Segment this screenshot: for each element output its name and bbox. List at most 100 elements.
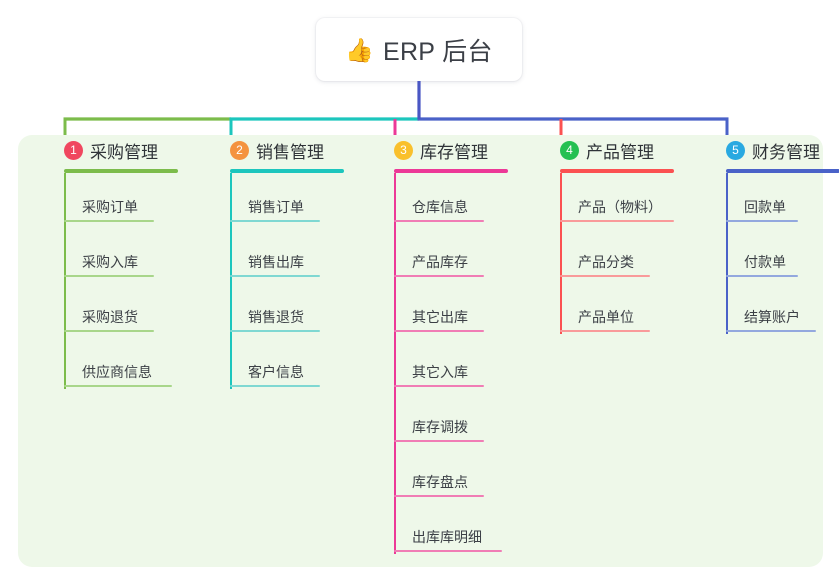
branch-badge-5: 5	[726, 140, 745, 160]
leaf-underline	[394, 440, 484, 442]
branch-header-1[interactable]: 1 采购管理	[50, 135, 178, 165]
root-node-title: ERP 后台	[382, 37, 493, 66]
leaf-stem-4	[560, 173, 562, 334]
leaf-item[interactable]: 库存调拨	[380, 393, 508, 448]
leaf-label: 产品库存	[412, 254, 468, 270]
leaf-item[interactable]: 回款单	[712, 173, 839, 228]
leaf-underline	[726, 220, 798, 222]
leaf-item[interactable]: 出库库明细	[380, 503, 508, 558]
leaf-label: 销售订单	[248, 199, 304, 215]
branch-title-2: 销售管理	[256, 142, 324, 162]
leaf-underline	[394, 495, 484, 497]
leaf-label: 库存调拨	[412, 419, 468, 435]
leaf-label: 其它入库	[412, 364, 468, 380]
leaf-underline	[560, 330, 650, 332]
branch-title-1: 采购管理	[90, 142, 158, 162]
leaf-item[interactable]: 销售订单	[216, 173, 344, 228]
leaf-label: 付款单	[744, 254, 786, 270]
leaf-item[interactable]: 销售出库	[216, 228, 344, 283]
leaf-underline	[64, 385, 172, 387]
leaf-label: 客户信息	[248, 364, 304, 380]
leaf-underline	[726, 330, 816, 332]
leaf-item[interactable]: 客户信息	[216, 338, 344, 393]
leaf-underline	[394, 275, 484, 277]
leaf-item[interactable]: 采购订单	[50, 173, 178, 228]
leaf-label: 采购退货	[82, 309, 138, 325]
leaf-item[interactable]: 其它入库	[380, 338, 508, 393]
root-node-erp-backend[interactable]: 👍 ERP 后台	[316, 18, 522, 81]
leaf-item[interactable]: 采购退货	[50, 283, 178, 338]
branch-underline-1	[64, 169, 178, 173]
leaf-item[interactable]: 产品单位	[546, 283, 674, 338]
leaf-underline	[230, 330, 320, 332]
leaf-label: 采购入库	[82, 254, 138, 270]
branch-column-3: 3 库存管理仓库信息产品库存其它出库其它入库库存调拨库存盘点出库库明细	[380, 135, 508, 558]
leaf-list-4: 产品（物料） 产品分类产品单位	[546, 173, 674, 338]
leaf-underline	[230, 385, 320, 387]
leaf-item[interactable]: 供应商信息	[50, 338, 178, 393]
branch-header-2[interactable]: 2 销售管理	[216, 135, 344, 165]
leaf-underline	[394, 220, 484, 222]
leaf-label: 仓库信息	[412, 199, 468, 215]
leaf-label: 供应商信息	[82, 364, 152, 380]
leaf-underline	[560, 275, 650, 277]
leaf-label: 其它出库	[412, 309, 468, 325]
leaf-underline	[560, 220, 674, 222]
leaf-label: 结算账户	[744, 309, 800, 325]
leaf-stem-5	[726, 173, 728, 334]
leaf-item[interactable]: 产品分类	[546, 228, 674, 283]
leaf-underline	[64, 330, 154, 332]
leaf-item[interactable]: 销售退货	[216, 283, 344, 338]
leaf-list-5: 回款单付款单结算账户	[712, 173, 839, 338]
leaf-label: 出库库明细	[412, 529, 482, 545]
leaf-label: 产品（物料）	[578, 199, 662, 215]
branch-underline-2	[230, 169, 344, 173]
branch-title-5: 财务管理	[752, 142, 820, 162]
leaf-item[interactable]: 仓库信息	[380, 173, 508, 228]
thumbs-up-icon: 👍	[345, 37, 374, 63]
branch-underline-3	[394, 169, 508, 173]
branch-column-2: 2 销售管理销售订单销售出库销售退货客户信息	[216, 135, 344, 393]
leaf-item[interactable]: 采购入库	[50, 228, 178, 283]
leaf-label: 销售退货	[248, 309, 304, 325]
leaf-label: 采购订单	[82, 199, 138, 215]
leaf-label: 销售出库	[248, 254, 304, 270]
leaf-underline	[230, 275, 320, 277]
branch-badge-2: 2	[230, 140, 249, 160]
branch-header-5[interactable]: 5 财务管理	[712, 135, 839, 165]
leaf-item[interactable]: 产品库存	[380, 228, 508, 283]
branch-underline-5	[726, 169, 839, 173]
branch-column-1: 1 采购管理采购订单采购入库采购退货供应商信息	[50, 135, 178, 393]
leaf-item[interactable]: 产品（物料）	[546, 173, 674, 228]
leaf-underline	[64, 220, 154, 222]
leaf-label: 回款单	[744, 199, 786, 215]
leaf-underline	[394, 330, 484, 332]
leaf-stem-1	[64, 173, 66, 389]
branch-header-3[interactable]: 3 库存管理	[380, 135, 508, 165]
branch-title-4: 产品管理	[586, 142, 654, 162]
leaf-label: 库存盘点	[412, 474, 468, 490]
leaf-list-2: 销售订单销售出库销售退货客户信息	[216, 173, 344, 393]
leaf-list-1: 采购订单采购入库采购退货供应商信息	[50, 173, 178, 393]
branch-badge-1: 1	[64, 140, 83, 160]
leaf-label: 产品分类	[578, 254, 634, 270]
leaf-stem-2	[230, 173, 232, 389]
branch-underline-4	[560, 169, 674, 173]
leaf-underline	[230, 220, 320, 222]
leaf-item[interactable]: 其它出库	[380, 283, 508, 338]
leaf-stem-3	[394, 173, 396, 554]
branch-panel: 1 采购管理采购订单采购入库采购退货供应商信息 2 销售管理销售订单销售出库销售退货客…	[18, 135, 839, 567]
leaf-underline	[394, 550, 502, 552]
leaf-item[interactable]: 库存盘点	[380, 448, 508, 503]
leaf-list-3: 仓库信息产品库存其它出库其它入库库存调拨库存盘点出库库明细	[380, 173, 508, 558]
branch-title-3: 库存管理	[420, 142, 488, 162]
leaf-label: 产品单位	[578, 309, 634, 325]
leaf-item[interactable]: 结算账户	[712, 283, 839, 338]
branch-column-5: 5 财务管理回款单付款单结算账户	[712, 135, 839, 338]
branch-badge-3: 3	[394, 140, 413, 160]
leaf-underline	[726, 275, 798, 277]
leaf-item[interactable]: 付款单	[712, 228, 839, 283]
